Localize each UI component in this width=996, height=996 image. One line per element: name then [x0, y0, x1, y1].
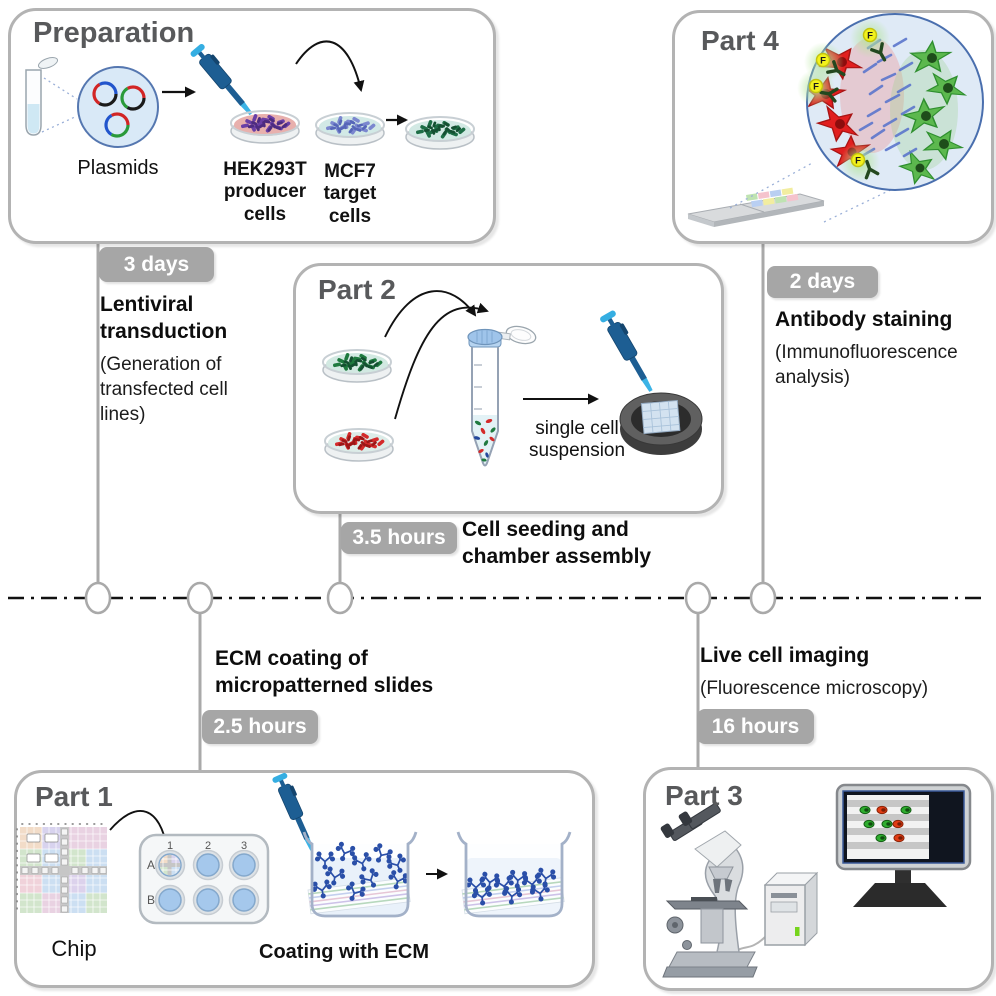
svg-text:F: F: [820, 56, 826, 67]
imaging-chamber-icon: [619, 392, 703, 455]
red-dish-icon: [324, 428, 394, 462]
hek-label: HEK293T producer cells: [223, 159, 307, 225]
part4-title: Part 4: [701, 25, 779, 56]
well-plate-icon: 1 2 3 A B: [138, 833, 270, 925]
part1-box: 1 2 3 A B: [14, 770, 595, 988]
magnified-cells-icon: [806, 13, 984, 191]
transduced-dish-icon: [405, 116, 475, 150]
coating-label: Coating with ECM: [259, 941, 429, 963]
micropatterned-slide: [307, 877, 411, 915]
mcf7-dish-icon: [315, 112, 385, 146]
computer-tower-icon: [763, 871, 819, 947]
step-sub-imaging: (Fluorescence microscopy): [700, 678, 929, 699]
cell-mixture: [473, 418, 496, 462]
stained-slide-icon: [687, 187, 825, 227]
coated-beaker-icon: [456, 831, 572, 918]
preparation-title: Preparation: [33, 17, 195, 49]
timeline-node: [749, 581, 777, 615]
step-sub-lentiviral: (Generation of transfected cell lines): [100, 354, 228, 426]
step-title-ecm: ECM coating of micropatterned slides: [215, 647, 434, 698]
part3-title: Part 3: [665, 780, 743, 811]
chip-in-well: [159, 854, 181, 876]
monitor-base: [853, 883, 947, 907]
coating-beaker-icon: [302, 831, 418, 918]
timeline-connectors: [96, 238, 765, 770]
fluorophore-tag: F: [808, 78, 824, 94]
pipette-icon: [598, 308, 660, 396]
svg-text:F: F: [855, 156, 861, 167]
curved-arrow-icon: [295, 40, 365, 92]
fluorophore-tag: F: [862, 27, 878, 43]
timeline-node: [326, 581, 354, 615]
badge-2-days: 2 days: [767, 266, 878, 298]
screen-image: [847, 795, 929, 859]
plate-row-label: B: [147, 893, 155, 907]
plate-row-label: A: [147, 858, 155, 872]
svg-text:F: F: [867, 31, 873, 42]
step-title-seeding: Cell seeding and chamber assembly: [462, 518, 652, 569]
monitor-icon: [835, 783, 972, 907]
plate-col-label: 3: [241, 840, 247, 852]
chip-icon: [16, 823, 107, 913]
part2-box: Part 2 single cell suspension: [293, 263, 724, 514]
step-title-antibody: Antibody staining: [775, 308, 953, 331]
step-title-lentiviral: Lentiviral transduction: [100, 293, 228, 344]
curved-arrow-icon: [394, 302, 489, 420]
plate-col-label: 2: [205, 840, 211, 852]
mcf7-label: MCF7 target cells: [323, 161, 377, 227]
timeline-nodes: [84, 581, 777, 615]
hek-dish-icon: [230, 110, 300, 144]
step-title-imaging: Live cell imaging: [700, 644, 870, 667]
badge-16-hours: 16 hours: [697, 709, 814, 744]
green-dish-icon: [322, 349, 392, 383]
timeline-node: [684, 581, 712, 615]
pipette-icon: [188, 41, 259, 120]
zoom-lines: [41, 77, 78, 133]
part2-title: Part 2: [318, 274, 396, 305]
suspension-label: single cell suspension: [528, 418, 626, 461]
plate-col-label: 1: [167, 840, 173, 852]
step-sub-antibody: (Immunofluorescence analysis): [775, 342, 958, 389]
microscope-icon: [660, 803, 758, 978]
pipette-icon: [271, 771, 321, 854]
curved-arrow-icon: [384, 290, 477, 338]
screen-cell-pairs: [859, 805, 912, 843]
badge-2-5-hours: 2.5 hours: [202, 710, 318, 744]
part1-title: Part 1: [35, 781, 113, 812]
plasmid-map-icon: [77, 66, 159, 148]
centrifuge-tube-icon: [467, 325, 537, 467]
fluorophore-tag: F: [850, 152, 866, 168]
badge-3-5-hours: 3.5 hours: [341, 522, 457, 554]
chip-label: Chip: [51, 936, 97, 961]
timeline-node: [186, 581, 214, 615]
preparation-box: Preparation Plasmids HEK293T producer ce…: [8, 8, 496, 244]
badge-3-days: 3 days: [99, 247, 214, 282]
fluorophore-tag: F: [815, 52, 831, 68]
part3-box: Part 3: [643, 767, 994, 991]
plasmid-tube-icon: [25, 57, 59, 136]
svg-text:F: F: [813, 82, 819, 93]
plasmids-label: Plasmids: [77, 157, 159, 179]
part4-box: F F F F Part 4: [672, 10, 994, 244]
timeline-node: [84, 581, 112, 615]
